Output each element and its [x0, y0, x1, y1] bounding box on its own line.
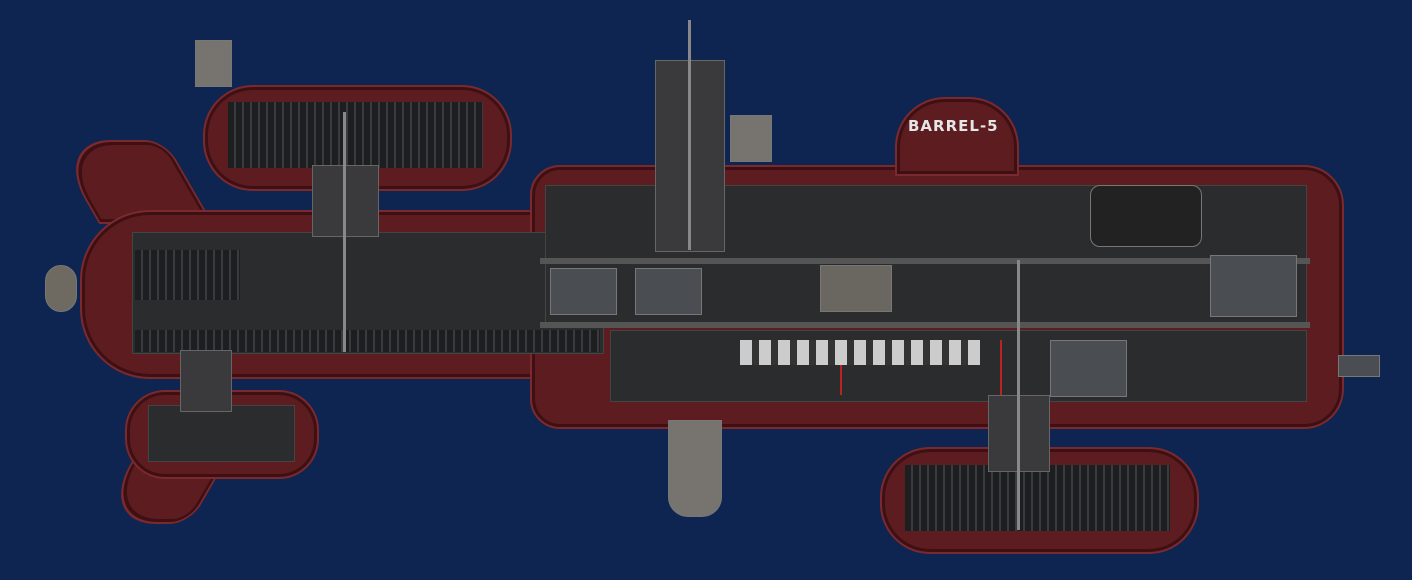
locker-panel [1050, 340, 1127, 397]
submarine-name-label: BARREL-5 [908, 117, 999, 135]
wiring [1000, 340, 1002, 395]
deck-2 [540, 322, 1310, 328]
battery-row [740, 340, 980, 365]
rear-machinery [135, 250, 240, 300]
nose-sensor [45, 265, 77, 312]
top-mast [688, 20, 691, 250]
conning-tower [895, 97, 1019, 176]
upper-pod-interior [228, 102, 483, 168]
top-turret [195, 40, 232, 87]
engine [668, 420, 722, 517]
cargo-crate [635, 268, 702, 315]
rear-floor [135, 330, 600, 352]
reactor [820, 265, 892, 312]
wiring [840, 340, 842, 395]
control-console [1210, 255, 1297, 317]
bow-turret [1338, 355, 1380, 377]
ladder-upper [343, 112, 346, 352]
mid-turret [730, 115, 772, 162]
lower-left-pod-interior [148, 405, 295, 462]
storage-tank [1090, 185, 1202, 247]
ladder-lower [1017, 260, 1020, 530]
lower-left-connector [180, 350, 232, 412]
deck-1 [540, 258, 1310, 264]
lower-right-pod-interior [905, 465, 1170, 531]
cargo-crate [550, 268, 617, 315]
